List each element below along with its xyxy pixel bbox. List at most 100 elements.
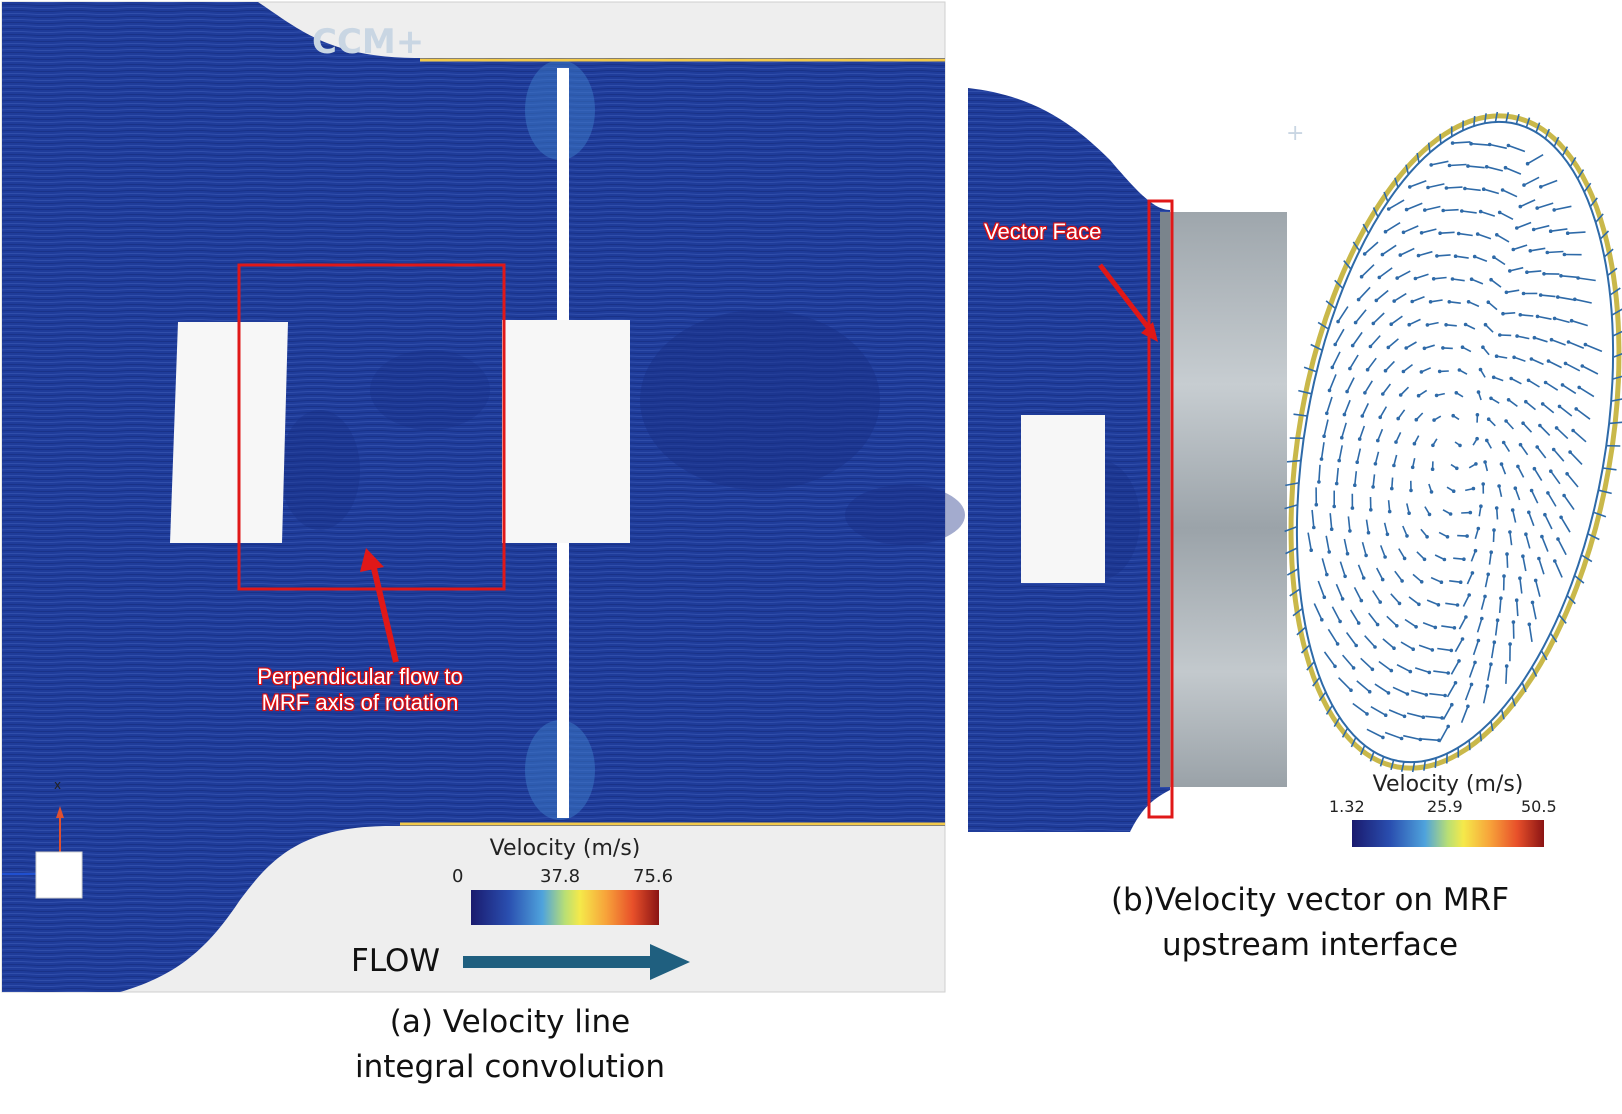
velocity-vector-head — [1543, 512, 1547, 517]
velocity-vector — [1522, 422, 1533, 433]
velocity-vector-head — [1390, 486, 1394, 491]
velocity-vector — [1480, 596, 1486, 610]
velocity-vector-head — [1532, 335, 1537, 340]
velocity-vector-head — [1475, 436, 1479, 441]
velocity-vector — [1358, 425, 1366, 440]
velocity-vector — [1534, 336, 1548, 343]
velocity-vector-head — [1481, 187, 1486, 191]
velocity-vector — [1399, 247, 1415, 256]
velocity-vector-head — [1460, 345, 1465, 350]
velocity-vector — [1388, 709, 1405, 718]
velocity-vector-head — [1470, 571, 1475, 575]
velocity-vector-head — [1463, 322, 1468, 327]
velocity-vector — [1468, 301, 1480, 308]
rim-vector — [1350, 737, 1357, 748]
velocity-vector-head — [1521, 291, 1526, 296]
velocity-vector-head — [1469, 682, 1474, 687]
velocity-vectors — [1284, 111, 1622, 773]
velocity-vector-head — [1359, 274, 1364, 279]
velocity-vector-head — [1515, 226, 1519, 230]
velocity-vector-head — [1508, 530, 1512, 534]
velocity-vector-head — [1444, 323, 1448, 327]
colorbar-b-title: Velocity (m/s) — [1372, 772, 1524, 797]
velocity-vector — [1488, 552, 1492, 565]
colorbar-b-tick-mid: 25.9 — [1427, 797, 1463, 816]
rim-vector — [1609, 421, 1622, 425]
velocity-vector — [1392, 686, 1408, 695]
velocity-vector — [1421, 738, 1439, 742]
velocity-vector-head — [1560, 383, 1565, 387]
rim-vector — [1553, 136, 1560, 147]
velocity-vector — [1335, 583, 1344, 600]
velocity-vector — [1547, 250, 1564, 254]
rim-vector — [1292, 607, 1303, 617]
velocity-vector-head — [1421, 715, 1426, 719]
rim-vector — [1416, 152, 1420, 164]
velocity-vector — [1454, 638, 1464, 653]
velocity-vector-head — [1417, 602, 1421, 607]
velocity-vector-head — [1419, 231, 1424, 235]
velocity-vector-head — [1566, 340, 1571, 344]
velocity-vector-head — [1528, 249, 1533, 253]
velocity-vector — [1581, 365, 1599, 375]
vector-face-box — [1147, 199, 1174, 819]
perpendicular-flow-callout: Perpendicular flow to MRF axis of rotati… — [230, 664, 490, 716]
velocity-vector — [1531, 602, 1537, 620]
velocity-vector — [1368, 612, 1379, 626]
velocity-vector-head — [1565, 231, 1570, 235]
rim-vector — [1521, 682, 1527, 693]
panel-b: + — [968, 88, 1622, 868]
velocity-vector — [1400, 386, 1410, 396]
velocity-vector — [1349, 609, 1360, 624]
velocity-vector — [1361, 403, 1370, 417]
velocity-vector — [1494, 620, 1499, 636]
rim-vector — [1603, 248, 1614, 258]
velocity-vector-head — [1577, 385, 1581, 390]
velocity-vector — [1486, 166, 1503, 172]
velocity-vector-head — [1539, 185, 1543, 189]
velocity-vector — [1329, 513, 1333, 530]
velocity-vector-head — [1371, 321, 1376, 326]
velocity-vector-head — [1552, 208, 1556, 212]
velocity-vector-head — [1518, 313, 1523, 317]
velocity-vector — [1323, 419, 1329, 437]
rim-vector — [1581, 554, 1593, 563]
velocity-vector-head — [1340, 597, 1345, 601]
velocity-vector — [1509, 531, 1513, 546]
velocity-vector — [1489, 143, 1507, 150]
caption-b-line-1: (b)Velocity vector on MRF — [1110, 882, 1510, 918]
velocity-vector-head — [1472, 254, 1477, 259]
velocity-vector-head — [1437, 369, 1442, 374]
velocity-vector — [1516, 335, 1530, 340]
velocity-vector — [1427, 321, 1439, 326]
rim-vector — [1576, 169, 1585, 180]
velocity-vector-head — [1500, 188, 1505, 192]
velocity-vector — [1495, 507, 1499, 520]
velocity-vector-head — [1395, 276, 1399, 280]
velocity-vector — [1349, 354, 1359, 370]
velocity-vector-head — [1518, 576, 1522, 580]
velocity-vector — [1446, 186, 1463, 189]
velocity-vector-head — [1462, 557, 1466, 561]
velocity-vector — [1578, 386, 1595, 398]
rim-vector — [1369, 751, 1375, 762]
velocity-vector — [1492, 530, 1495, 543]
velocity-vector-head — [1412, 441, 1417, 446]
velocity-vector-head — [1538, 423, 1542, 428]
velocity-vector-head — [1508, 642, 1512, 646]
velocity-vector — [1441, 625, 1455, 629]
caption-a-line-1: (a) Velocity line — [389, 1004, 631, 1040]
velocity-vector-head — [1552, 316, 1557, 321]
velocity-vector — [1409, 179, 1427, 188]
velocity-vector — [1396, 270, 1411, 279]
velocity-vector — [1307, 532, 1312, 551]
rim-vector — [1484, 113, 1487, 124]
velocity-vector-head — [1320, 617, 1324, 622]
velocity-vector — [1361, 541, 1367, 556]
velocity-vector — [1520, 314, 1534, 317]
velocity-vector — [1403, 225, 1419, 234]
velocity-vector-head — [1432, 418, 1436, 422]
velocity-vector-head — [1365, 367, 1370, 372]
velocity-vector-head — [1383, 555, 1387, 559]
velocity-vector — [1471, 142, 1489, 146]
